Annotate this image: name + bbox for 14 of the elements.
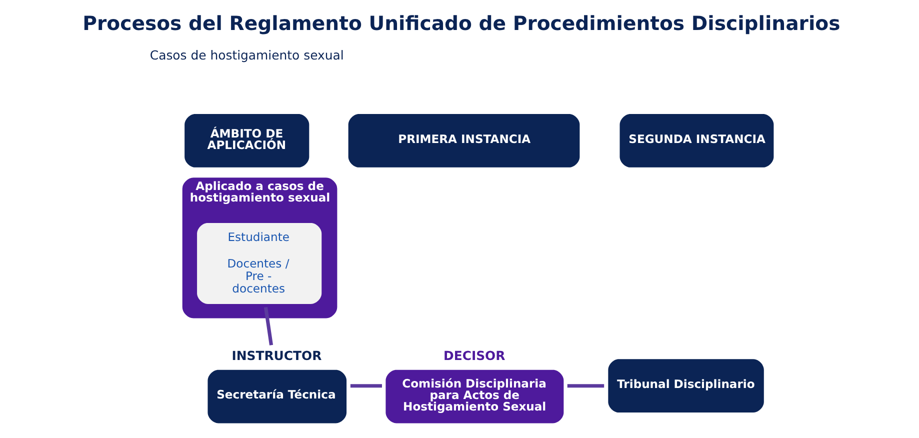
label: Casos de hostigamiento sexual <box>149 47 344 62</box>
node-box: Estudiante Docentes / Pre - docentes <box>196 223 322 304</box>
node-box: Comisión Disciplinaria para Actos de Hostigamiento Sexual <box>385 370 564 424</box>
diagram-title: Procesos del Reglamento Unificado de Procedimientos Disciplinarios <box>82 12 840 35</box>
node-box: PRIMERA INSTANCIA <box>348 114 580 168</box>
connector <box>350 384 382 388</box>
node-label: INSTRUCTOR <box>231 348 322 364</box>
connector <box>566 384 604 388</box>
node-box: Secretaría Técnica <box>207 370 346 424</box>
node-box: SEGUNDA INSTANCIA <box>619 114 774 168</box>
connector <box>263 307 273 346</box>
node-label: DECISOR <box>443 348 505 364</box>
node-box: Tribunal Disciplinario <box>608 359 764 413</box>
node-box: ÁMBITO DE APLICACIÓN <box>184 114 309 168</box>
